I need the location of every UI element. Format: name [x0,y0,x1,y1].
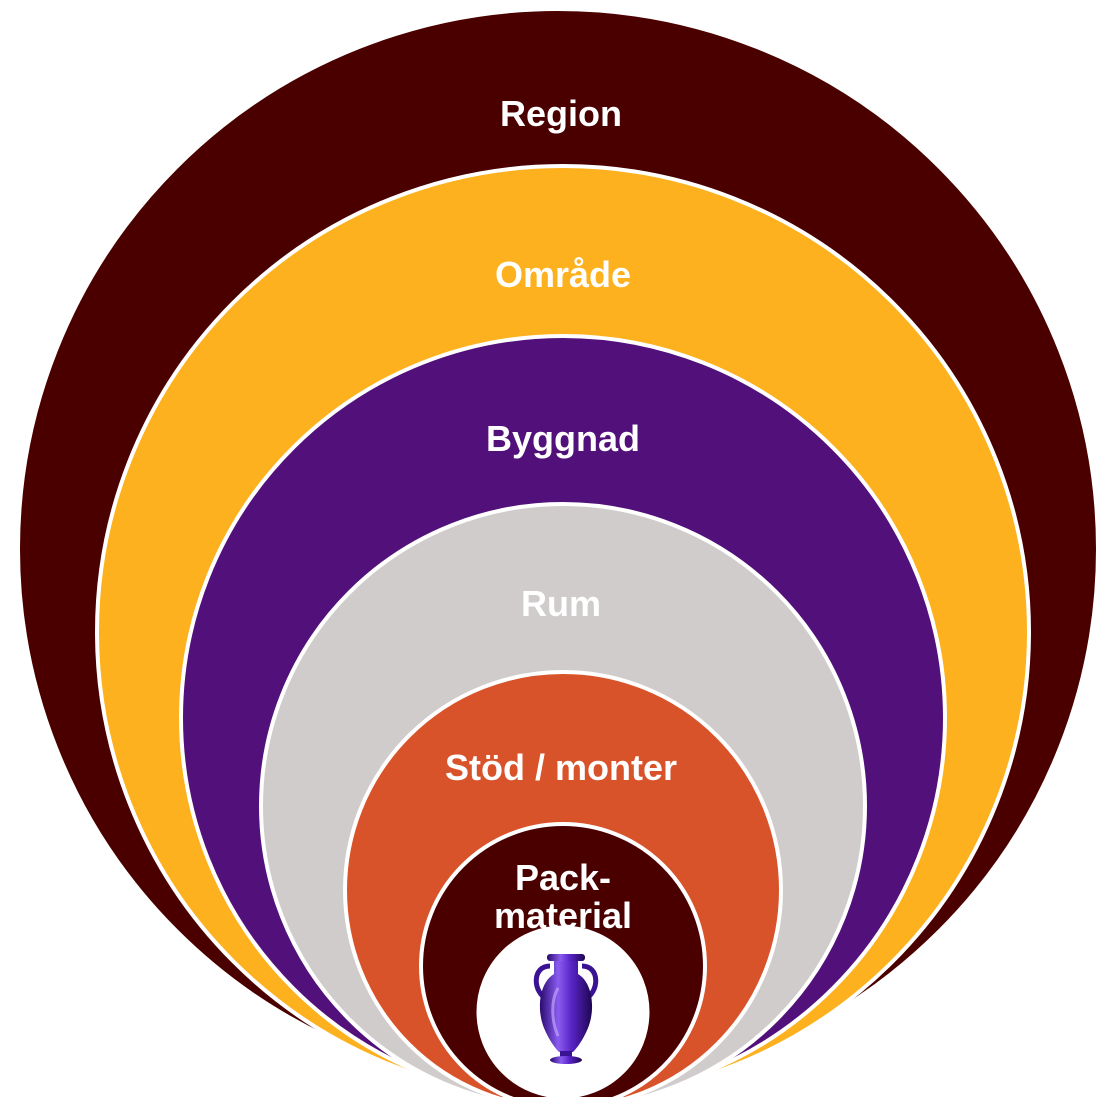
label-omrade: Område [495,254,631,295]
label-packmaterial-line2: material [494,895,632,936]
label-rum: Rum [521,583,601,624]
label-region: Region [500,93,622,134]
vase-icon [533,954,599,1064]
label-packmaterial-line1: Pack- [515,857,611,898]
label-byggnad: Byggnad [486,418,640,459]
label-stod-monter: Stöd / monter [445,747,677,788]
